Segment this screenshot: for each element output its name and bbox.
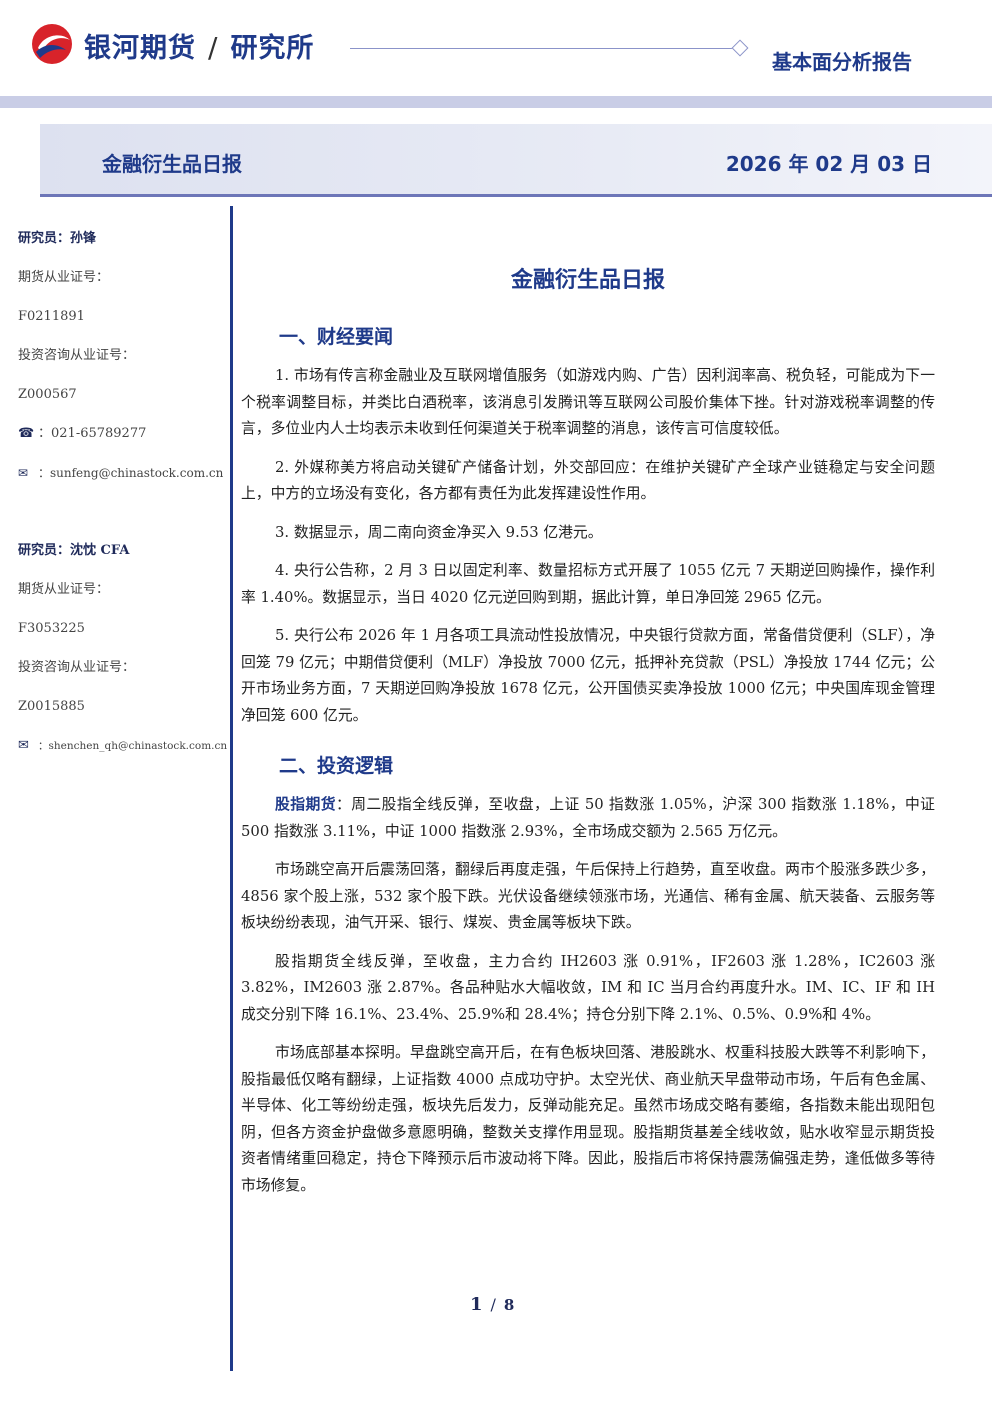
consult-license-number: Z000567 xyxy=(18,387,77,402)
phone-number: ：021-65789277 xyxy=(38,426,147,441)
page-separator: / xyxy=(490,1295,496,1314)
logic-paragraph: 股指期货全线反弹，至收盘，主力合约 IH2603 涨 0.91%，IF2603 … xyxy=(241,952,935,1023)
futures-license-label: 期货从业证号： xyxy=(18,582,110,597)
analyst-sidebar: 研究员：孙锋 期货从业证号： F0211891 投资咨询从业证号： Z00056… xyxy=(18,226,227,772)
report-title: 金融衍生品日报 xyxy=(102,152,242,176)
news-item: 1. 市场有传言称金融业及互联网增值服务（如游戏内购、广告）因利润率高、税负轻，… xyxy=(241,367,935,437)
report-date: 2026 年 02 月 03 日 xyxy=(725,152,932,176)
diamond-icon xyxy=(731,39,749,57)
total-pages: 8 xyxy=(503,1296,515,1314)
current-page: 1 xyxy=(470,1294,483,1315)
brand-name: 银河期货 xyxy=(84,33,196,64)
sidebar-spacer xyxy=(18,499,223,538)
analyst-name: 研究员：沈忱 CFA xyxy=(18,543,130,558)
vertical-divider xyxy=(230,206,233,1371)
email-address[interactable]: ：shenchen_qh@chinastock.com.cn xyxy=(38,740,228,752)
report-body: 金融衍生品日报 一、财经要闻 1. 市场有传言称金融业及互联网增值服务（如游戏内… xyxy=(241,258,935,1211)
logic-paragraph: 市场底部基本探明。早盘跳空高开后，在有色板块回落、港股跳水、权重科技股大跌等不利… xyxy=(241,1044,935,1194)
report-type: 基本面分析报告 xyxy=(772,50,912,74)
mail-icon: ✉ xyxy=(18,466,29,480)
document-title: 金融衍生品日报 xyxy=(510,268,665,293)
paragraph-lead: 股指期货 xyxy=(275,796,336,813)
consult-license-label: 投资咨询从业证号： xyxy=(18,348,136,363)
futures-license-label: 期货从业证号： xyxy=(18,270,110,285)
consult-license-number: Z0015885 xyxy=(18,699,85,714)
header-rule xyxy=(350,48,732,49)
section-heading-logic: 二、投资逻辑 xyxy=(279,755,394,777)
section-heading-news: 一、财经要闻 xyxy=(279,326,394,348)
email-address[interactable]: ：sunfeng@chinastock.com.cn xyxy=(38,466,224,480)
email-line: ✉ ：shenchen_qh@chinastock.com.cn xyxy=(18,733,227,772)
logic-paragraph: 市场跳空高开后震荡回落，翻绿后再度走强，午后保持上行趋势，直至收盘。两市个股涨多… xyxy=(241,861,935,931)
phone-line: ☎：021-65789277 xyxy=(18,421,223,460)
futures-license-number: F3053225 xyxy=(18,621,85,636)
brand-slash: / xyxy=(208,31,219,64)
phone-icon: ☎ xyxy=(18,426,35,441)
logic-paragraph: 股指期货：周二股指全线反弹，至收盘，上证 50 指数涨 1.05%，沪深 300… xyxy=(241,792,935,845)
title-bar: 金融衍生品日报 2026 年 02 月 03 日 xyxy=(40,124,992,197)
futures-license-number: F0211891 xyxy=(18,309,85,324)
mail-icon: ✉ xyxy=(18,738,29,753)
analyst-name: 研究员：孙锋 xyxy=(18,231,97,246)
galaxy-logo-icon xyxy=(32,24,72,64)
news-item: 2. 外媒称美方将启动关键矿产储备计划，外交部回应：在维护关键矿产全球产业链稳定… xyxy=(241,458,935,503)
news-item: 4. 央行公告称，2 月 3 日以固定利率、数量招标方式开展了 1055 亿元 … xyxy=(241,562,935,606)
brand-title: 银河期货 / 研究所 xyxy=(84,26,314,65)
header-band xyxy=(0,96,992,108)
news-item: 5. 央行公布 2026 年 1 月各项工具流动性投放情况，中央银行贷款方面，常… xyxy=(241,627,935,724)
page-number: 1 / 8 xyxy=(470,1294,514,1315)
paragraph-text: ：周二股指全线反弹，至收盘，上证 50 指数涨 1.05%，沪深 300 指数涨… xyxy=(241,796,935,840)
email-line: ✉ ：sunfeng@chinastock.com.cn xyxy=(18,460,223,499)
consult-license-label: 投资咨询从业证号： xyxy=(18,660,136,675)
institute-name: 研究所 xyxy=(230,33,315,64)
news-item: 3. 数据显示，周二南向资金净买入 9.53 亿港元。 xyxy=(275,523,603,541)
